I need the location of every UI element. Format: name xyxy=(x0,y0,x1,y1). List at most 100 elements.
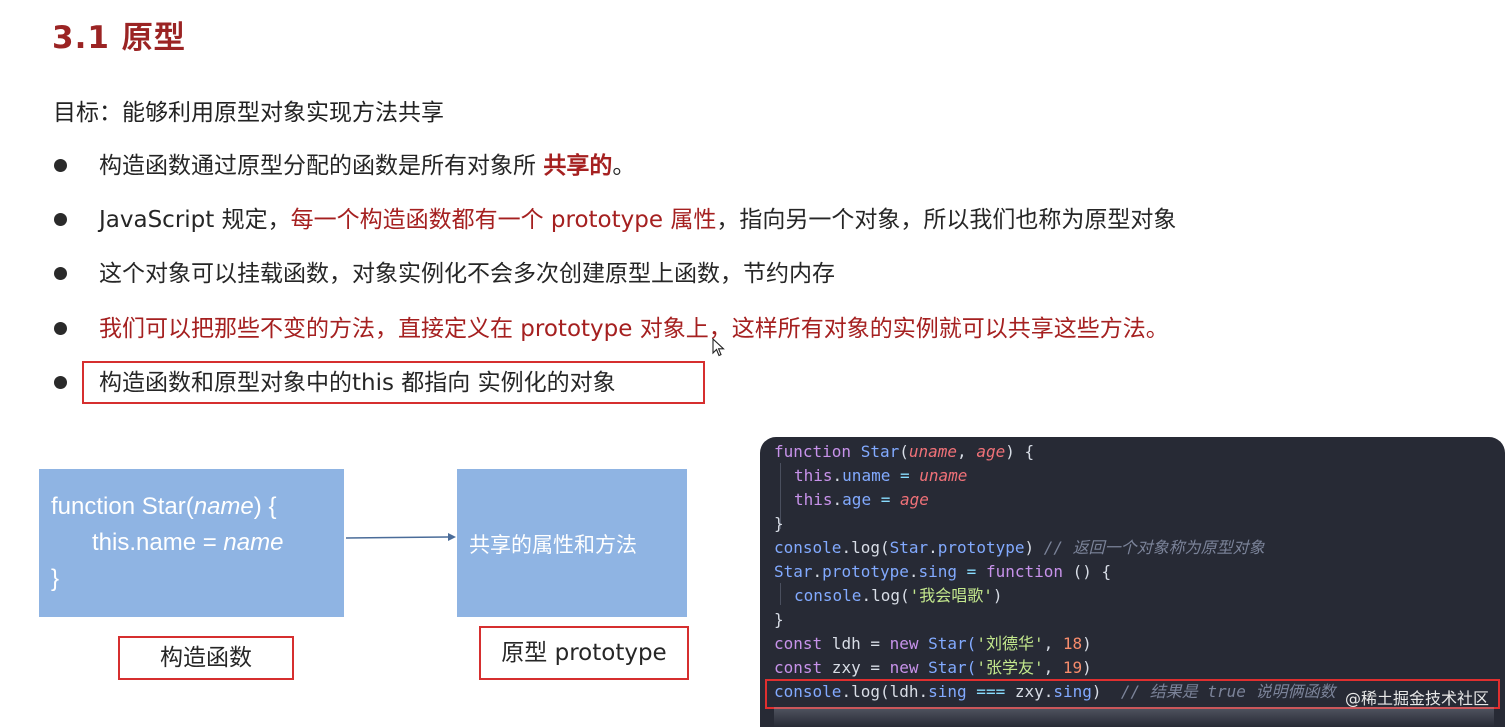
code-line-2: this.uname = uname xyxy=(794,465,967,487)
bullet-emphasis: 每一个构造函数都有一个 prototype 属性 xyxy=(290,207,717,233)
code-token: . xyxy=(832,466,843,485)
code-token: this xyxy=(794,490,833,509)
constructor-code-text: } xyxy=(51,565,60,592)
code-token: new xyxy=(889,658,919,677)
code-token: sing xyxy=(1053,682,1092,701)
code-token: . xyxy=(812,562,823,581)
mouse-cursor-icon xyxy=(712,338,725,357)
code-token: age xyxy=(899,490,929,509)
code-token: 19 xyxy=(1062,658,1083,677)
code-token: ) xyxy=(1091,682,1102,701)
bullet-tail: ，指向另一个对象，所以我们也称为原型对象 xyxy=(716,207,1177,233)
code-token: === xyxy=(966,682,1015,701)
code-token: uname xyxy=(842,466,891,485)
code-token: , xyxy=(1043,634,1063,653)
code-line-4: } xyxy=(774,514,784,533)
constructor-code-param: name xyxy=(223,529,284,556)
bullet-text: 这个对象可以挂载函数，对象实例化不会多次创建原型上函数，节约内存 xyxy=(99,261,835,287)
code-token: zxy = xyxy=(822,658,890,677)
code-line-7: console.log('我会唱歌') xyxy=(794,585,1003,607)
code-token: '我会唱歌' xyxy=(909,586,993,605)
code-token: console xyxy=(774,538,842,557)
code-token: function xyxy=(774,442,852,461)
code-token: Star xyxy=(860,442,900,461)
code-line-8: } xyxy=(774,610,784,629)
code-token: = xyxy=(890,466,920,485)
bullet-emphasis: 共享的 xyxy=(543,153,613,179)
bullet-text: JavaScript 规定， xyxy=(99,207,291,233)
code-token: '张学友' xyxy=(976,658,1044,677)
faded-code-line xyxy=(774,707,1494,727)
code-token: , xyxy=(957,442,977,461)
code-token: . xyxy=(832,490,843,509)
watermark: @稀土掘金技术社区 xyxy=(1344,689,1489,708)
code-token: const xyxy=(774,634,823,653)
code-token: .log( xyxy=(861,586,910,605)
bullet-text: 构造函数通过原型分配的函数是所有对象所 xyxy=(99,153,544,179)
page-title: 3.1 原型 xyxy=(52,20,186,56)
code-line-6: Star.prototype.sing = function () { xyxy=(774,561,1111,583)
arrow-icon xyxy=(345,533,456,541)
indent-guide xyxy=(780,463,781,529)
code-comment: // 结果是 true 说明俩函数 xyxy=(1101,682,1336,701)
prototype-label-box: 原型 prototype xyxy=(479,626,689,680)
code-token: () { xyxy=(1063,562,1112,581)
code-token: .log( xyxy=(841,538,890,557)
code-token: = xyxy=(957,562,986,581)
bullet-dot xyxy=(54,376,67,389)
bullet-tail: 。 xyxy=(612,153,636,179)
code-line-11: console.log(ldh.sing === zxy.sing) // 结果… xyxy=(774,681,1336,703)
code-line-9: const ldh = new Star('刘德华', 18) xyxy=(774,633,1092,655)
bullet-dot xyxy=(54,267,67,280)
goal-text: 目标：能够利用原型对象实现方法共享 xyxy=(53,100,444,126)
prototype-diagram-box: 共享的属性和方法 xyxy=(457,469,687,617)
constructor-code-text: ) { xyxy=(253,493,277,520)
code-token: prototype xyxy=(937,538,1025,557)
code-token: = xyxy=(871,490,900,509)
code-token: function xyxy=(985,562,1064,581)
code-token: const xyxy=(774,658,823,677)
code-token: sing xyxy=(918,562,958,581)
code-line-10: const zxy = new Star('张学友', 19) xyxy=(774,657,1092,679)
code-token: . xyxy=(908,562,919,581)
bullet-dot xyxy=(54,159,67,172)
code-token: Star( xyxy=(918,658,977,677)
bullet-emphasis: 我们可以把那些不变的方法，直接定义在 prototype 对象上，这样所有对象的… xyxy=(99,316,1169,342)
code-token: uname xyxy=(919,466,968,485)
code-token: . xyxy=(928,538,938,557)
code-token: Star xyxy=(774,562,813,581)
code-token: Star xyxy=(889,538,929,557)
constructor-label-box: 构造函数 xyxy=(118,636,294,680)
bullet-text: 构造函数和原型对象中的this 都指向 实例化的对象 xyxy=(99,370,616,396)
code-token: age xyxy=(842,490,872,509)
code-token: zxy. xyxy=(1014,682,1054,701)
code-token: '刘德华' xyxy=(976,634,1044,653)
code-token: prototype xyxy=(822,562,909,581)
code-line-5: console.log(Star.prototype) // 返回一个对象称为原… xyxy=(774,537,1265,559)
constructor-code-param: name xyxy=(193,493,254,520)
code-token: new xyxy=(889,634,919,653)
code-token: Star( xyxy=(918,634,977,653)
code-token: , xyxy=(1043,658,1063,677)
code-token: age xyxy=(976,442,1006,461)
bullet-dot xyxy=(54,213,67,226)
code-editor-panel: function Star(uname, age) { this.uname =… xyxy=(760,437,1505,727)
prototype-label: 原型 prototype xyxy=(501,640,667,666)
code-token: 18 xyxy=(1062,634,1083,653)
highlight-box xyxy=(82,361,705,404)
code-token: this xyxy=(794,466,833,485)
code-token: uname xyxy=(908,442,958,461)
bullet-dot xyxy=(54,322,67,335)
code-token: ldh = xyxy=(822,634,890,653)
constructor-code-text: this.name = xyxy=(92,529,224,556)
code-highlight-box xyxy=(765,679,1500,709)
code-token: console xyxy=(794,586,862,605)
code-token: console xyxy=(774,682,842,701)
code-token: .log(ldh. xyxy=(841,682,929,701)
constructor-diagram-box: function Star(name) { this.name = name } xyxy=(39,469,344,617)
constructor-code-text: function Star( xyxy=(51,493,194,520)
code-token: ) xyxy=(1082,658,1092,677)
code-token: ) xyxy=(992,586,1003,605)
code-comment: // 返回一个对象称为原型对象 xyxy=(1034,538,1265,557)
code-line-1: function Star(uname, age) { xyxy=(774,442,1035,461)
